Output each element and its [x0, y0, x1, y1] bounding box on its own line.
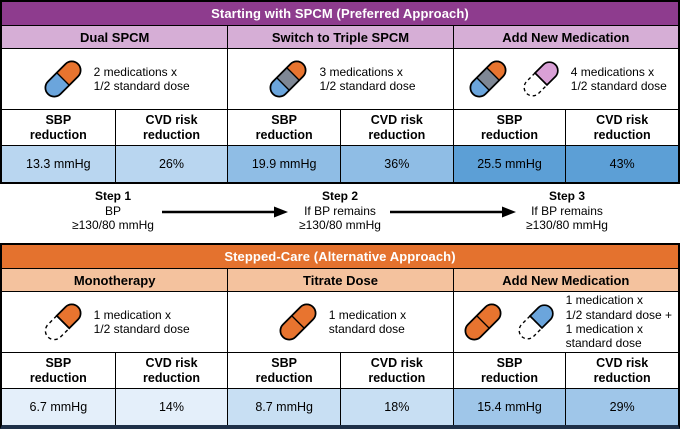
step-1: Step 1 BP ≥130/80 mmHg: [0, 189, 226, 233]
cvd-risk-reduction-header: CVD risk reduction: [339, 110, 453, 145]
spcm-column-headers: Dual SPCM Switch to Triple SPCM Add New …: [2, 25, 678, 48]
arrow-right-icon: [390, 206, 516, 218]
two-tone-orange-blue-pill-icon: [44, 60, 82, 98]
cvd-risk-reduction-header: CVD risk reduction: [114, 110, 228, 145]
spcm-column-header-triple: Switch to Triple SPCM: [227, 26, 452, 48]
monotherapy-caption: 1 medication x 1/2 standard dose: [93, 307, 190, 336]
spcm-triple-cvd-value: 36%: [339, 146, 453, 182]
cvd-risk-reduction-header: CVD risk reduction: [339, 353, 453, 388]
half-pink-half-dashed-pill-icon: [523, 61, 559, 97]
titrate-sbp-value: 8.7 mmHg: [227, 389, 340, 425]
three-tone-orange-gray-blue-pill-icon: [469, 60, 507, 98]
spcm-metric-headers: SBP reduction CVD risk reduction SBP red…: [2, 109, 678, 145]
stepped-values-row: 6.7 mmHg 14% 8.7 mmHg 18% 15.4 mmHg 29%: [2, 388, 678, 425]
sbp-reduction-header: SBP reduction: [227, 353, 340, 388]
stepped-column-header-add-new: Add New Medication: [452, 269, 678, 291]
cvd-risk-reduction-header: CVD risk reduction: [565, 110, 678, 145]
step-2-line2: ≥130/80 mmHg: [299, 218, 381, 233]
step-2-line1: If BP remains: [304, 203, 376, 218]
spcm-add-new-cell: 4 medications x 1/2 standard dose: [452, 49, 678, 109]
stepped-add-new-sbp-value: 15.4 mmHg: [452, 389, 566, 425]
stepped-column-header-titrate: Titrate Dose: [227, 269, 452, 291]
sbp-reduction-header: SBP reduction: [452, 110, 566, 145]
dual-spcm-cell: 2 medications x 1/2 standard dose: [2, 49, 227, 109]
sbp-reduction-header: SBP reduction: [29, 355, 87, 385]
spcm-add-new-caption: 4 medications x 1/2 standard dose: [570, 64, 667, 93]
stepped-metric-headers: SBP reduction CVD risk reduction SBP red…: [2, 352, 678, 388]
stepped-add-new-cvd-value: 29%: [565, 389, 678, 425]
stepped-add-new-caption: 1 medication x 1/2 standard dose + 1 med…: [565, 293, 673, 351]
step-2: Step 2 If BP remains ≥130/80 mmHg: [227, 189, 453, 233]
stepped-care-table: Stepped-Care (Alternative Approach) Mono…: [0, 243, 680, 429]
stepped-pill-row: 1 medication x 1/2 standard dose 1 medic…: [2, 291, 678, 352]
titrate-dose-cell: 1 medication x standard dose: [227, 292, 452, 352]
dual-spcm-caption: 2 medications x 1/2 standard dose: [93, 64, 190, 93]
spcm-table: Starting with SPCM (Preferred Approach) …: [0, 0, 680, 184]
cvd-risk-reduction-header: CVD risk reduction: [114, 353, 228, 388]
monotherapy-cvd-value: 14%: [114, 389, 228, 425]
cvd-risk-reduction-header: CVD risk reduction: [565, 353, 678, 388]
monotherapy-sbp-value: 6.7 mmHg: [2, 389, 115, 425]
triple-spcm-cell: 3 medications x 1/2 standard dose: [227, 49, 452, 109]
spcm-section-title: Starting with SPCM (Preferred Approach): [2, 2, 678, 25]
three-tone-orange-gray-blue-pill-icon: [269, 60, 307, 98]
arrow-right-icon: [162, 206, 288, 218]
step-3-line1: If BP remains: [531, 203, 603, 218]
sbp-reduction-header: SBP reduction: [227, 110, 340, 145]
spcm-triple-sbp-value: 19.9 mmHg: [227, 146, 340, 182]
steps-strip: Step 1 BP ≥130/80 mmHg Step 2 If BP rema…: [0, 184, 680, 243]
step-3-line2: ≥130/80 mmHg: [526, 218, 608, 233]
spcm-dual-sbp-value: 13.3 mmHg: [2, 146, 115, 182]
triple-spcm-caption: 3 medications x 1/2 standard dose: [319, 64, 416, 93]
solid-orange-pill-icon: [464, 303, 502, 341]
spcm-dual-cvd-value: 26%: [114, 146, 228, 182]
step-2-title: Step 2: [321, 189, 358, 203]
solid-orange-pill-icon: [279, 303, 317, 341]
stepped-care-column-headers: Monotherapy Titrate Dose Add New Medicat…: [2, 268, 678, 291]
titrate-dose-caption: 1 medication x standard dose: [328, 307, 407, 336]
spcm-column-header-add-new: Add New Medication: [452, 26, 678, 48]
half-blue-half-dashed-pill-icon: [518, 304, 554, 340]
step-1-line1: BP: [104, 203, 121, 218]
sbp-reduction-header: SBP reduction: [452, 353, 566, 388]
spcm-pill-row: 2 medications x 1/2 standard dose 3 medi…: [2, 48, 678, 109]
spcm-column-header-dual: Dual SPCM: [79, 29, 150, 45]
stepped-care-section-title: Stepped-Care (Alternative Approach): [2, 245, 678, 268]
stepped-add-new-cell: 1 medication x 1/2 standard dose + 1 med…: [452, 292, 678, 352]
step-3: Step 3 If BP remains ≥130/80 mmHg: [454, 189, 680, 233]
spcm-values-row: 13.3 mmHg 26% 19.9 mmHg 36% 25.5 mmHg 43…: [2, 145, 678, 182]
step-3-title: Step 3: [548, 189, 585, 203]
sbp-reduction-header: SBP reduction: [29, 112, 87, 142]
monotherapy-cell: 1 medication x 1/2 standard dose: [2, 292, 227, 352]
step-1-line2: ≥130/80 mmHg: [72, 218, 154, 233]
step-1-title: Step 1: [94, 189, 131, 203]
spcm-add-new-cvd-value: 43%: [565, 146, 678, 182]
spcm-add-new-sbp-value: 25.5 mmHg: [452, 146, 566, 182]
half-orange-half-dashed-pill-icon: [44, 303, 82, 341]
titrate-cvd-value: 18%: [339, 389, 453, 425]
stepped-column-header-monotherapy: Monotherapy: [73, 272, 156, 288]
